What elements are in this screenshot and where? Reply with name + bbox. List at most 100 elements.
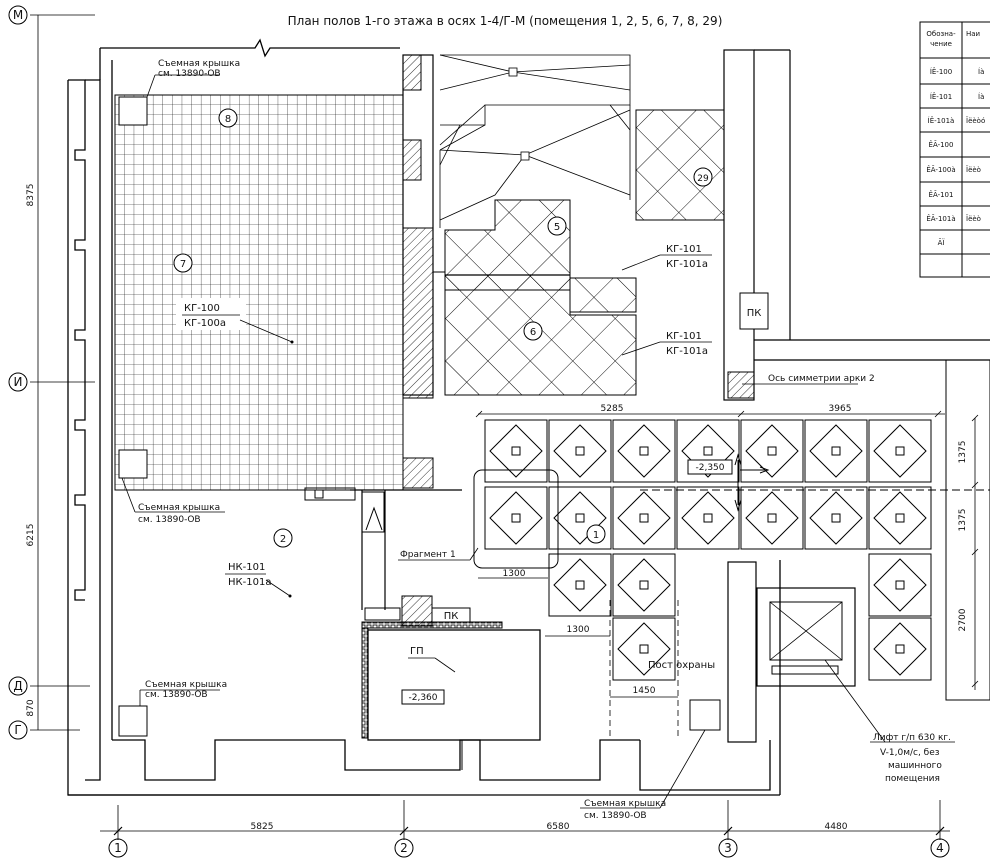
svg-text:1: 1 (114, 841, 122, 855)
tile-diamond (873, 622, 927, 676)
legend-name: Íà (978, 67, 984, 76)
tile-cell (548, 486, 612, 550)
floor-label-nk101a: НК-101а (228, 577, 271, 588)
floor-label-kg100: КГ-100 (184, 303, 220, 314)
outer-wall-left (67, 38, 781, 796)
tile-cell (548, 419, 612, 483)
tile-diamond (809, 491, 863, 545)
drawing-title: План полов 1-го этажа в осях 1-4/Г-М (по… (288, 14, 723, 28)
vertical-axes (100, 800, 950, 840)
legend-name: Ïëèòó (966, 116, 985, 125)
room-number-2: 2 (273, 528, 293, 548)
gp-room (367, 629, 541, 741)
room-number-8: 8 (218, 108, 238, 128)
tile-cell (612, 553, 676, 617)
svg-text:2: 2 (280, 534, 286, 545)
svg-text:2: 2 (400, 841, 408, 855)
legend-code: ÊÃ-101à (926, 214, 955, 223)
tile-center-mark (575, 513, 585, 523)
tile-cell (676, 419, 740, 483)
tile-diamond (617, 622, 671, 676)
lift-note-3: машинного (888, 761, 942, 771)
wall-hatch (402, 227, 434, 399)
dim-1375-a: 1375 (958, 441, 968, 464)
tile-center-mark (767, 446, 777, 456)
wall-hatch (402, 139, 422, 181)
tile-center-mark (703, 513, 713, 523)
tile-diamond (681, 424, 735, 478)
fragment-1-outline (473, 469, 559, 569)
dim-bottom-5825: 5825 (251, 822, 274, 832)
tile-diamond (553, 491, 607, 545)
floor-label-kg101-mid: КГ-101 (666, 331, 702, 342)
removable-cover-right (689, 699, 721, 731)
dim-5285: 5285 (601, 404, 624, 414)
dim-bottom-6580: 6580 (547, 822, 570, 832)
dim-grid-top (475, 410, 945, 418)
svg-text:29: 29 (697, 174, 709, 184)
level-2360: -2,360 (408, 693, 437, 703)
tile-cell (548, 553, 612, 617)
symmetry-axis-label: Ось симметрии арки 2 (768, 374, 875, 384)
tile-diamond (553, 558, 607, 612)
legend-table: Обозна- чение Наи ÍÊ-100 ÍÊ-101 ÍÊ-101à … (919, 21, 990, 278)
legend-code: ÊÃ-101 (929, 190, 954, 199)
tile-cell (868, 486, 932, 550)
tile-diamond (681, 491, 735, 545)
svg-text:6: 6 (530, 327, 536, 338)
dim-left-8375: 8375 (26, 184, 36, 207)
removable-cover-mid (118, 449, 148, 479)
right-wall (723, 49, 990, 401)
tile-cell (484, 419, 548, 483)
tile-center-mark (895, 580, 905, 590)
wall-hatch (402, 457, 434, 489)
svg-text:1: 1 (593, 530, 599, 541)
lift-note-2: V-1,0м/с, без (880, 748, 940, 758)
floor-label-kg100a: КГ-100а (184, 318, 226, 329)
column-right (727, 561, 757, 743)
tile-cell (868, 617, 932, 681)
lift-note-4: помещения (885, 774, 940, 784)
pk-label-top: ПК (747, 308, 762, 319)
tile-cell (612, 419, 676, 483)
room-7-tile-floor (114, 94, 404, 491)
svg-text:3: 3 (724, 841, 732, 855)
tile-center-mark (895, 446, 905, 456)
legend-name: Íà (978, 92, 984, 101)
svg-text:Д: Д (13, 679, 22, 693)
svg-text:И: И (14, 375, 23, 389)
dim-left-6215: 6215 (26, 524, 36, 547)
floor-label-kg101-top: КГ-101 (666, 244, 702, 255)
lift-shaft (756, 587, 856, 687)
tile-center-mark (575, 580, 585, 590)
tile-diamond (873, 558, 927, 612)
svg-text:4: 4 (936, 841, 944, 855)
pk-cabinet-top (739, 292, 769, 330)
floor-label-kg101a-top: КГ-101а (666, 259, 708, 270)
legend-code: ÍÊ-101à (928, 116, 955, 125)
removable-cover-ref-bottom: см. 13890-ОВ (145, 690, 208, 700)
tile-cell (804, 486, 868, 550)
tile-diamond (873, 491, 927, 545)
axis-bubble-Г: Г (8, 720, 28, 740)
dim-2700: 2700 (958, 608, 968, 631)
fragment-label: Фрагмент 1 (400, 550, 456, 560)
legend-code: ÃÏ (938, 238, 946, 247)
removable-cover-top (118, 96, 148, 126)
gp-room-edge-left (361, 627, 369, 739)
tile-diamond (617, 558, 671, 612)
horizontal-axes (30, 14, 95, 731)
removable-cover-bottom (118, 705, 148, 737)
wall-hatch (402, 54, 422, 91)
removable-cover-ref-right: см. 13890-ОВ (584, 811, 647, 821)
dim-3965: 3965 (829, 404, 852, 414)
floor-label-nk101: НК-101 (228, 562, 265, 573)
tile-cell (804, 419, 868, 483)
legend-code: ÊÃ-100 (929, 140, 954, 149)
removable-cover-label-mid: Съемная крышка (138, 503, 220, 513)
removable-cover-label-right: Съемная крышка (584, 799, 666, 809)
tile-diamond (809, 424, 863, 478)
svg-text:7: 7 (180, 259, 186, 270)
legend-header-code-1: Обозна- (926, 30, 956, 38)
